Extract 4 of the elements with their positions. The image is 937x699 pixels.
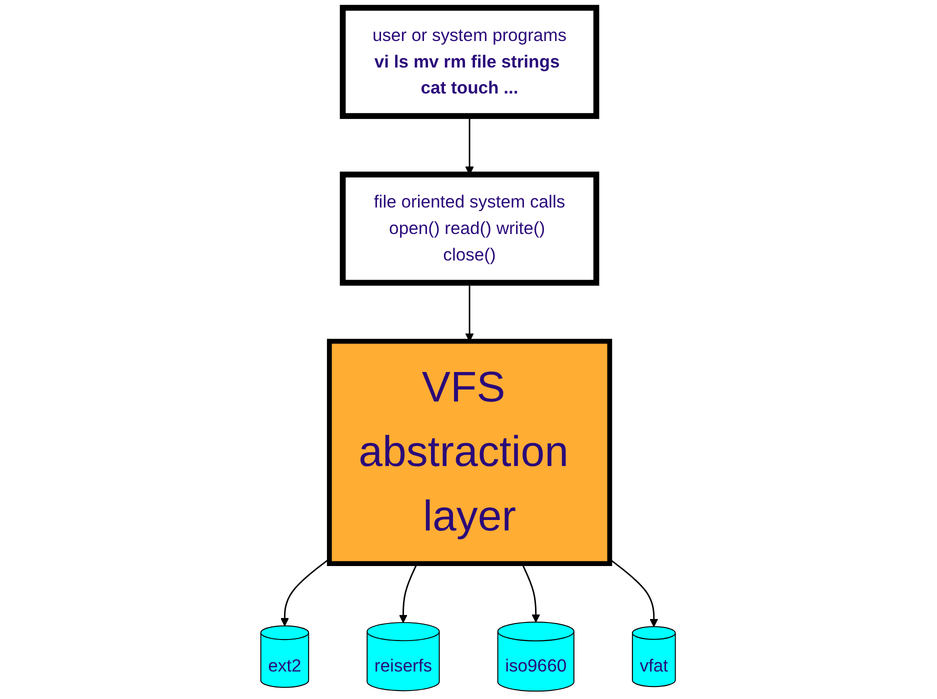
node-box: VFS abstraction layer	[327, 338, 613, 566]
node-box: file oriented system calls open() read() write() close()	[340, 172, 600, 286]
arrow	[610, 558, 659, 628]
node-box: user or system programs vi ls mv rm file strings cat touch ...	[340, 4, 600, 119]
